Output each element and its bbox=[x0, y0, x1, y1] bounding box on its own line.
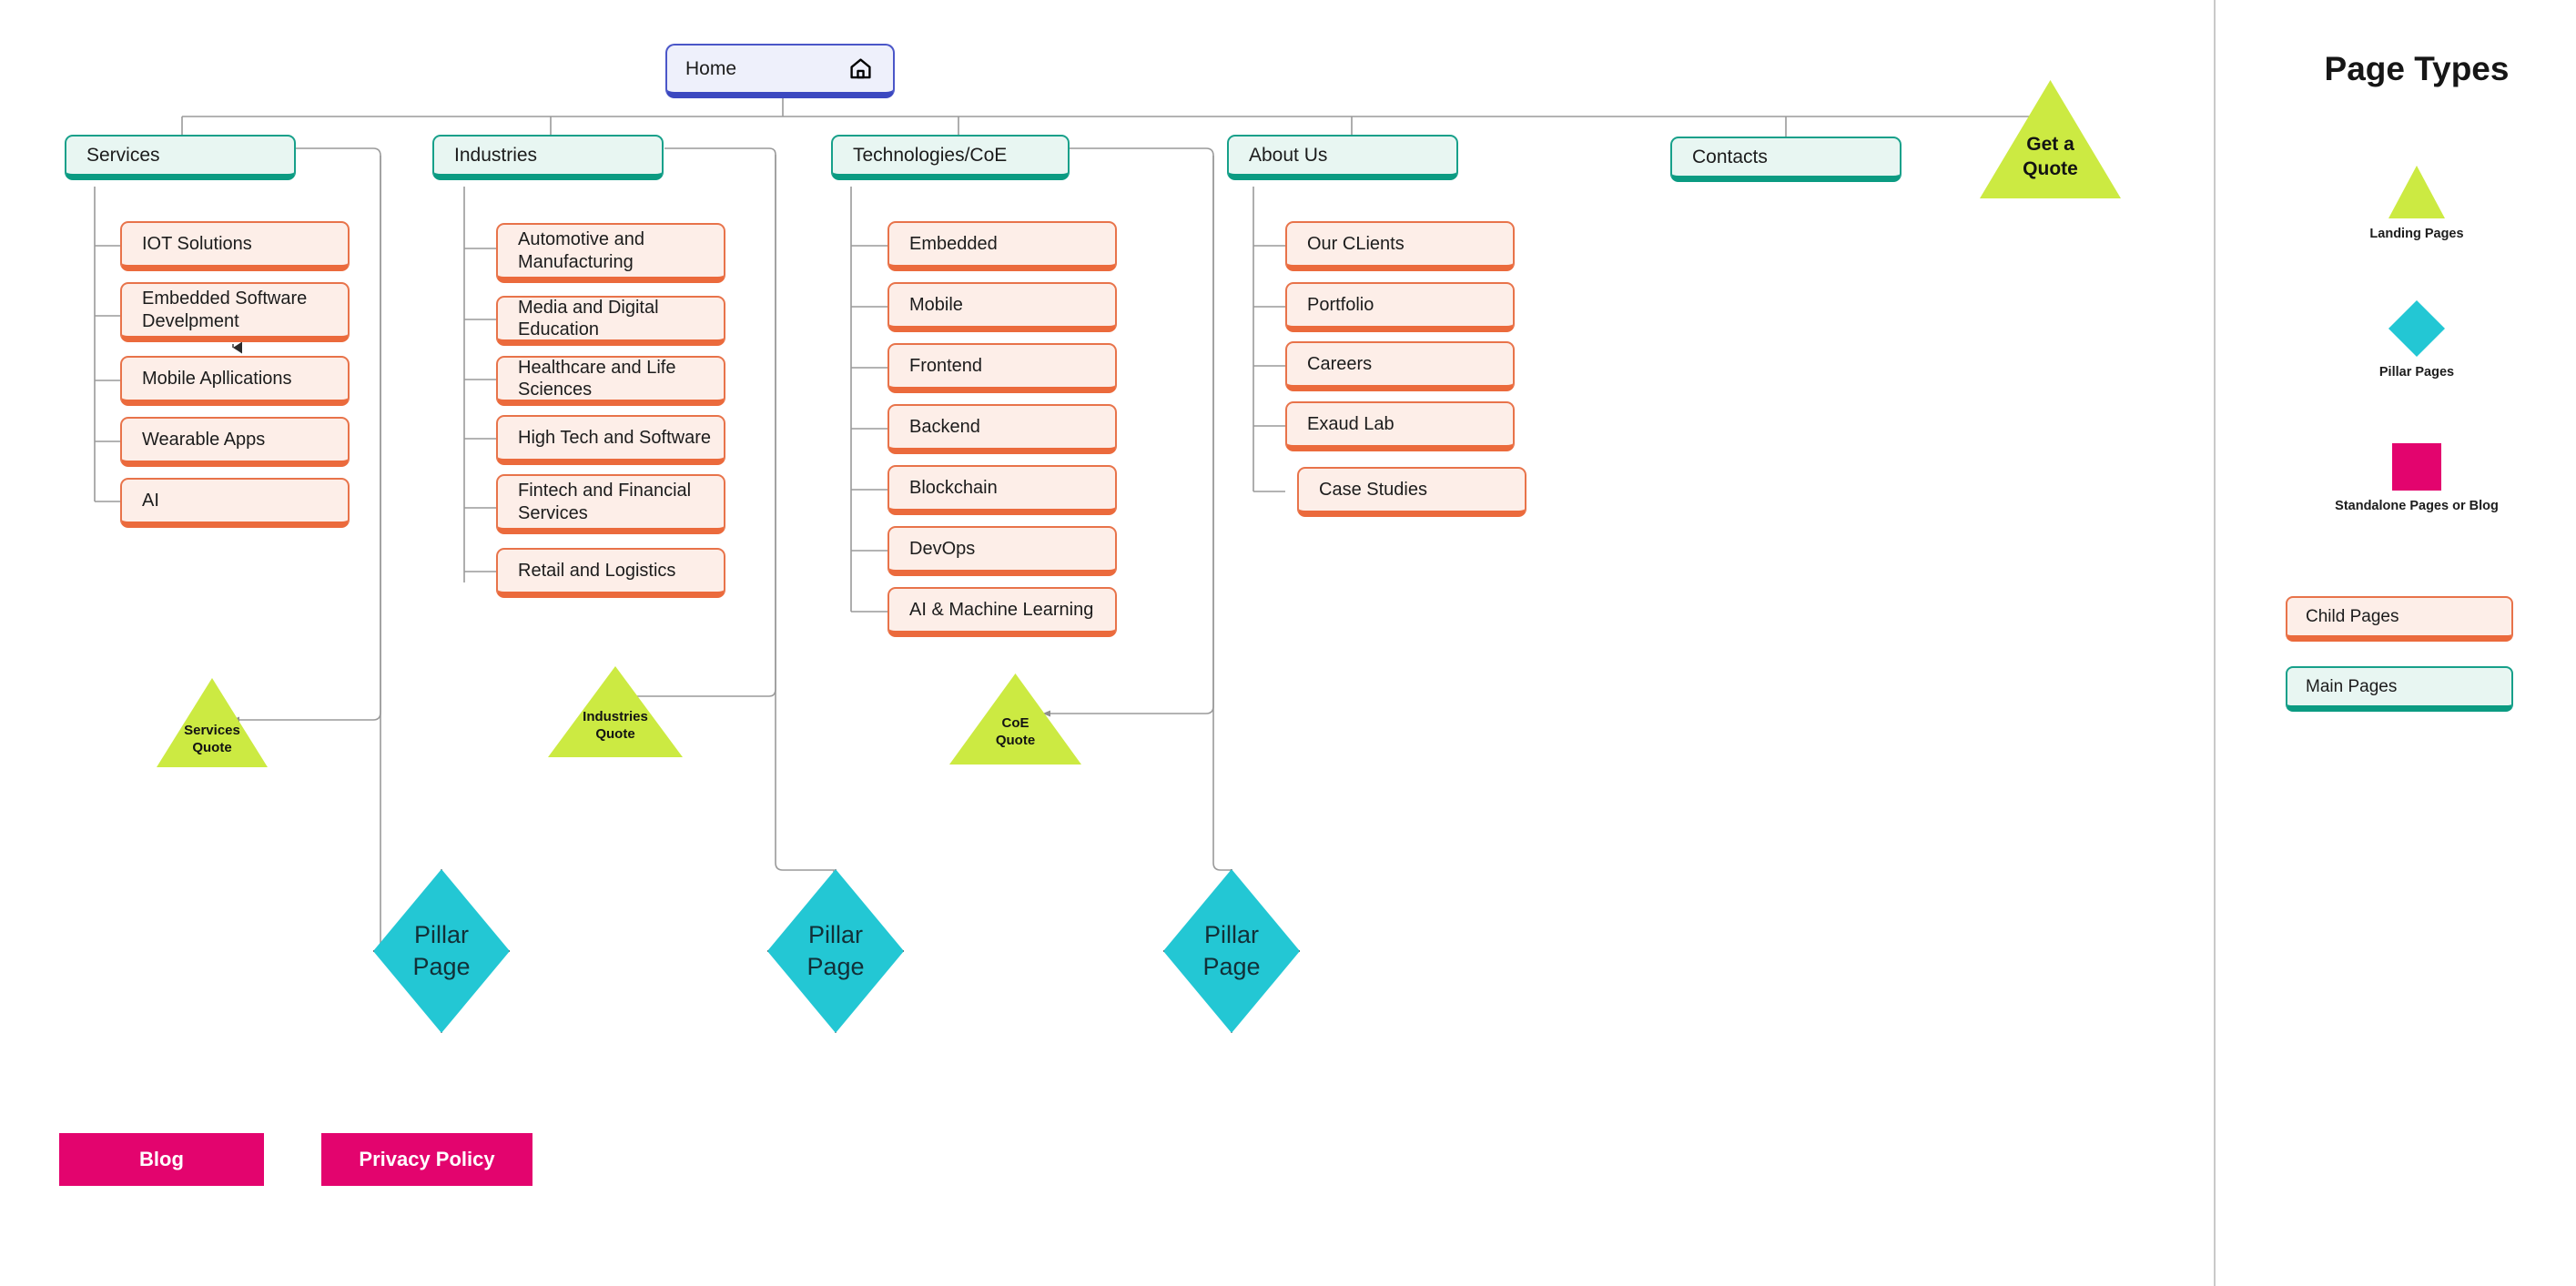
node-child-high-tech-and-software[interactable]: High Tech and Software bbox=[496, 415, 725, 465]
node-child-devops[interactable]: DevOps bbox=[887, 526, 1117, 576]
square-icon bbox=[2392, 443, 2441, 491]
node-label: Fintech and Financial Services bbox=[518, 481, 692, 523]
standalone-page-blog[interactable]: Blog bbox=[59, 1133, 264, 1186]
home-icon bbox=[848, 56, 873, 81]
landing-page-services-quote[interactable]: Services Quote bbox=[157, 678, 268, 767]
legend-box-label: Main Pages bbox=[2306, 676, 2398, 696]
node-label: Healthcare and Life Sciences bbox=[518, 357, 676, 400]
node-label: Backend bbox=[909, 416, 980, 437]
legend-label: Landing Pages bbox=[2369, 227, 2464, 241]
node-label: Mobile Apllications bbox=[142, 368, 292, 389]
triangle-icon bbox=[157, 678, 268, 767]
legend-label: Pillar Pages bbox=[2378, 365, 2455, 380]
node-child-healthcare-and-life-sciences[interactable]: Healthcare and Life Sciences bbox=[496, 356, 725, 406]
node-child-blockchain[interactable]: Blockchain bbox=[887, 465, 1117, 515]
landing-page-get-a-quote[interactable]: Get a Quote bbox=[1980, 80, 2121, 198]
pillar-page-1[interactable]: Pillar Page bbox=[373, 869, 510, 1033]
page-types-legend: Page Types Landing Pages Pillar Pages St… bbox=[2267, 0, 2567, 728]
node-label: Embedded Software Develpment bbox=[142, 289, 308, 331]
node-child-automotive-and-manufacturing[interactable]: Automotive and Manufacturing bbox=[496, 223, 725, 283]
node-label: Retail and Logistics bbox=[518, 560, 676, 581]
node-label: Frontend bbox=[909, 355, 983, 376]
node-label: Exaud Lab bbox=[1307, 413, 1394, 434]
node-label: Industries bbox=[454, 144, 538, 166]
node-label: Contacts bbox=[1692, 146, 1768, 167]
node-child-exaud-lab[interactable]: Exaud Lab bbox=[1285, 401, 1515, 451]
node-home[interactable]: Home bbox=[665, 44, 895, 98]
pillar-page-2[interactable]: Pillar Page bbox=[767, 869, 904, 1033]
node-label: Embedded bbox=[909, 233, 998, 254]
node-label: About Us bbox=[1249, 144, 1328, 166]
node-label: Case Studies bbox=[1319, 479, 1427, 500]
pillar-page-3[interactable]: Pillar Page bbox=[1163, 869, 1300, 1033]
panel-divider bbox=[2214, 0, 2216, 1286]
node-label: Mobile bbox=[909, 294, 963, 315]
node-child-ai-machine-learning[interactable]: AI & Machine Learning bbox=[887, 587, 1117, 637]
node-main-industries[interactable]: Industries bbox=[432, 135, 664, 180]
node-child-frontend[interactable]: Frontend bbox=[887, 343, 1117, 393]
standalone-label: Blog bbox=[139, 1148, 184, 1170]
legend-item-pillar-pages: Pillar Pages bbox=[2267, 300, 2567, 380]
diamond-icon bbox=[2388, 300, 2445, 357]
node-child-mobile-applications[interactable]: Mobile Apllications bbox=[120, 356, 350, 406]
node-home-label: Home bbox=[685, 57, 737, 79]
node-label: AI bbox=[142, 490, 159, 511]
node-label: Our CLients bbox=[1307, 233, 1405, 254]
standalone-page-privacy-policy[interactable]: Privacy Policy bbox=[321, 1133, 532, 1186]
node-main-contacts[interactable]: Contacts bbox=[1670, 137, 1902, 182]
legend-box-label: Child Pages bbox=[2306, 606, 2399, 626]
node-child-mobile[interactable]: Mobile bbox=[887, 282, 1117, 332]
node-label: Media and Digital Education bbox=[518, 297, 659, 339]
node-child-embedded[interactable]: Embedded bbox=[887, 221, 1117, 271]
node-main-about-us[interactable]: About Us bbox=[1227, 135, 1458, 180]
node-label: Automotive and Manufacturing bbox=[518, 229, 644, 272]
node-child-media-and-digital-education[interactable]: Media and Digital Education bbox=[496, 296, 725, 346]
node-child-fintech-and-financial-services[interactable]: Fintech and Financial Services bbox=[496, 474, 725, 534]
triangle-icon bbox=[1980, 80, 2121, 198]
diamond-icon bbox=[1163, 869, 1300, 1033]
node-label: AI & Machine Learning bbox=[909, 599, 1094, 620]
triangle-icon bbox=[949, 673, 1081, 765]
node-label: Portfolio bbox=[1307, 294, 1374, 315]
legend-box-child-pages: Child Pages bbox=[2286, 596, 2513, 642]
node-label: DevOps bbox=[909, 538, 976, 559]
standalone-label: Privacy Policy bbox=[359, 1148, 495, 1170]
node-child-backend[interactable]: Backend bbox=[887, 404, 1117, 454]
node-label: High Tech and Software bbox=[518, 427, 711, 448]
legend-label: Standalone Pages or Blog bbox=[2335, 499, 2499, 513]
node-main-services[interactable]: Services bbox=[65, 135, 296, 180]
triangle-icon bbox=[2388, 166, 2445, 218]
legend-box-main-pages: Main Pages bbox=[2286, 666, 2513, 712]
landing-page-coe-quote[interactable]: CoE Quote bbox=[949, 673, 1081, 765]
landing-page-industries-quote[interactable]: Industries Quote bbox=[548, 666, 683, 757]
triangle-icon bbox=[548, 666, 683, 757]
node-label: Technologies/CoE bbox=[853, 144, 1008, 166]
node-child-wearable-apps[interactable]: Wearable Apps bbox=[120, 417, 350, 467]
diamond-icon bbox=[767, 869, 904, 1033]
node-child-our-clients[interactable]: Our CLients bbox=[1285, 221, 1515, 271]
legend-item-landing-pages: Landing Pages bbox=[2267, 166, 2567, 241]
node-label: Careers bbox=[1307, 353, 1373, 374]
node-child-embedded-software-development[interactable]: Embedded Software Develpment bbox=[120, 282, 350, 342]
node-child-retail-and-logistics[interactable]: Retail and Logistics bbox=[496, 548, 725, 598]
node-label: Services bbox=[86, 144, 160, 166]
node-child-portfolio[interactable]: Portfolio bbox=[1285, 282, 1515, 332]
diamond-icon bbox=[373, 869, 510, 1033]
node-child-iot-solutions[interactable]: IOT Solutions bbox=[120, 221, 350, 271]
legend-item-standalone-pages: Standalone Pages or Blog bbox=[2267, 443, 2567, 513]
node-child-case-studies[interactable]: Case Studies bbox=[1297, 467, 1526, 517]
legend-title: Page Types bbox=[2324, 50, 2510, 87]
node-main-technologies[interactable]: Technologies/CoE bbox=[831, 135, 1070, 180]
node-label: IOT Solutions bbox=[142, 233, 252, 254]
node-child-careers[interactable]: Careers bbox=[1285, 341, 1515, 391]
node-child-ai[interactable]: AI bbox=[120, 478, 350, 528]
node-label: Wearable Apps bbox=[142, 429, 266, 450]
node-label: Blockchain bbox=[909, 477, 998, 498]
